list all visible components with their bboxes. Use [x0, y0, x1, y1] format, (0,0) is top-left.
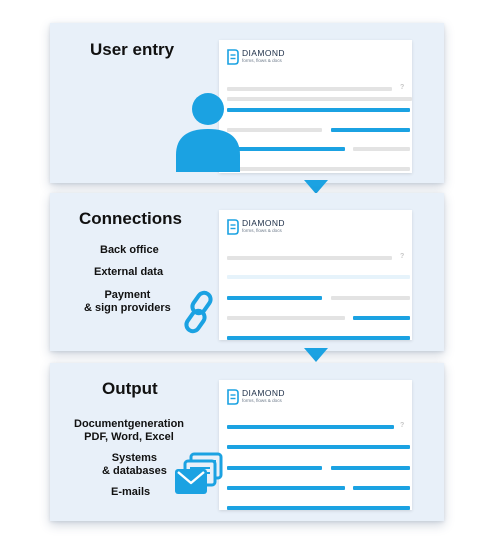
panel-title-output: Output	[102, 379, 158, 398]
connection-item-back-office: Back office	[100, 244, 159, 256]
user-entry-panel: User entry DIAMOND forms, flows & docs ?	[50, 23, 444, 183]
help-icon: ?	[400, 84, 405, 91]
connections-panel: Connections Back office External data Pa…	[50, 193, 444, 351]
diamond-logo-icon	[227, 219, 239, 235]
form-field-filled	[227, 147, 345, 151]
logo-name: DIAMOND	[242, 48, 285, 58]
mail-stack-icon	[175, 452, 223, 494]
form-field-placeholder	[227, 97, 412, 101]
form-card-output: DIAMOND forms, flows & docs ?	[219, 380, 412, 510]
diamond-logo: DIAMOND forms, flows & docs	[227, 218, 317, 239]
form-field-placeholder	[227, 87, 392, 91]
form-field-filled	[227, 486, 345, 490]
form-field-placeholder	[227, 256, 392, 260]
form-field-placeholder	[227, 275, 410, 279]
output-panel: Output Documentgeneration PDF, Word, Exc…	[50, 363, 444, 521]
form-card-connections: DIAMOND forms, flows & docs ?	[219, 210, 412, 340]
form-field-filled	[227, 506, 410, 510]
output-item-systems-databases: Systems & databases	[102, 452, 167, 477]
panel-title-user-entry: User entry	[90, 40, 175, 59]
diamond-logo-icon	[227, 49, 239, 65]
logo-tagline: forms, flows & docs	[242, 228, 282, 233]
diamond-logo: DIAMOND forms, flows & docs	[227, 388, 317, 409]
panel-title-connections: Connections	[79, 209, 182, 228]
form-field-filled	[353, 486, 410, 490]
output-item-emails: E-mails	[111, 486, 151, 498]
logo-name: DIAMOND	[242, 388, 285, 398]
form-field-filled	[227, 445, 410, 449]
diamond-logo-icon	[227, 389, 239, 405]
form-field-filled	[331, 128, 410, 132]
form-field-filled	[227, 296, 322, 300]
diamond-logo: DIAMOND forms, flows & docs	[227, 48, 317, 69]
chain-link-icon	[184, 290, 213, 334]
form-field-placeholder	[331, 296, 410, 300]
help-icon: ?	[400, 253, 405, 260]
form-field-filled	[353, 316, 410, 320]
connection-item-external-data: External data	[94, 266, 164, 278]
output-item-document-generation: Documentgeneration PDF, Word, Excel	[74, 418, 185, 443]
form-field-placeholder	[227, 128, 322, 132]
flow-arrow-down	[304, 348, 328, 362]
form-field-filled	[227, 466, 322, 470]
form-field-placeholder	[227, 316, 345, 320]
form-field-filled	[227, 425, 394, 429]
help-icon: ?	[400, 422, 405, 429]
form-field-filled	[227, 108, 410, 112]
user-icon	[176, 93, 240, 172]
form-card-user-entry: DIAMOND forms, flows & docs ?	[219, 40, 412, 173]
form-field-placeholder	[353, 147, 410, 151]
form-field-placeholder	[227, 167, 410, 171]
flow-arrow-down	[304, 180, 328, 194]
form-field-filled	[227, 336, 410, 340]
logo-tagline: forms, flows & docs	[242, 58, 282, 63]
form-field-filled	[331, 466, 410, 470]
connection-item-payment-sign: Payment & sign providers	[84, 289, 171, 314]
logo-name: DIAMOND	[242, 218, 285, 228]
logo-tagline: forms, flows & docs	[242, 398, 282, 403]
